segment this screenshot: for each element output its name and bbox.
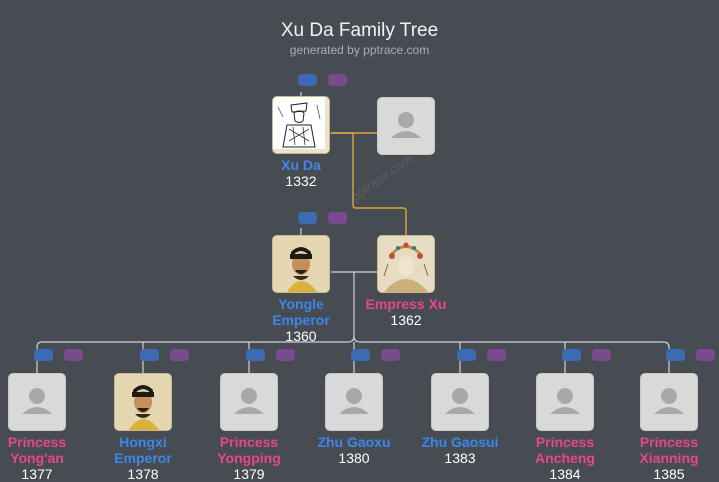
child-1-name[interactable]: Emperor bbox=[114, 450, 172, 466]
child-2-card[interactable] bbox=[220, 373, 278, 431]
child-5-options-button[interactable] bbox=[592, 349, 611, 361]
xu-da-name[interactable]: Xu Da bbox=[281, 157, 321, 173]
yongle-emperor-name[interactable]: Yongle bbox=[278, 296, 324, 312]
child-4-card[interactable] bbox=[431, 373, 489, 431]
empress-xu-name[interactable]: Empress Xu bbox=[365, 296, 447, 312]
child-1-birth-year: 1378 bbox=[127, 466, 159, 482]
children-bus-left bbox=[36, 272, 355, 373]
page-subtitle: generated by pptrace.com bbox=[289, 43, 430, 57]
children-bus-right bbox=[353, 335, 670, 373]
child-0-birth-year: 1377 bbox=[21, 466, 53, 482]
child-4-name[interactable]: Zhu Gaosui bbox=[421, 434, 499, 450]
person-silhouette-icon bbox=[22, 388, 52, 414]
child-3-card[interactable] bbox=[325, 373, 383, 431]
emperor-portrait-icon bbox=[115, 374, 171, 430]
person-silhouette-icon bbox=[550, 388, 580, 414]
child-3-options-button[interactable] bbox=[381, 349, 400, 361]
person-silhouette-icon bbox=[391, 112, 421, 138]
child-4-expand-button[interactable] bbox=[457, 349, 476, 361]
xu-da-options-button[interactable] bbox=[328, 74, 347, 86]
child-5-card[interactable] bbox=[536, 373, 594, 431]
child-1-name[interactable]: Hongxi bbox=[119, 434, 167, 450]
child-4-birth-year: 1383 bbox=[444, 450, 476, 466]
emperor-portrait-icon bbox=[273, 236, 329, 292]
page-title: Xu Da Family Tree bbox=[280, 20, 439, 41]
child-2-expand-button[interactable] bbox=[246, 349, 265, 361]
person-silhouette-icon bbox=[339, 388, 369, 414]
child-3-expand-button[interactable] bbox=[351, 349, 370, 361]
child-3-birth-year: 1380 bbox=[338, 450, 370, 466]
child-6-options-button[interactable] bbox=[696, 349, 715, 361]
child-2-options-button[interactable] bbox=[276, 349, 295, 361]
child-4-options-button[interactable] bbox=[487, 349, 506, 361]
child-0-expand-button[interactable] bbox=[34, 349, 53, 361]
yongle-emperor-name[interactable]: Emperor bbox=[272, 312, 330, 328]
child-2-name[interactable]: Yongping bbox=[217, 450, 281, 466]
child-1-expand-button[interactable] bbox=[140, 349, 159, 361]
child-2-birth-year: 1379 bbox=[233, 466, 265, 482]
child-6-birth-year: 1385 bbox=[653, 466, 685, 482]
child-0-options-button[interactable] bbox=[64, 349, 83, 361]
child-2-name[interactable]: Princess bbox=[219, 434, 279, 450]
yongle-emperor-birth-year: 1360 bbox=[285, 328, 317, 344]
child-6-name[interactable]: Princess bbox=[639, 434, 699, 450]
child-6-card[interactable] bbox=[640, 373, 698, 431]
child-5-name[interactable]: Princess bbox=[535, 434, 595, 450]
child-5-name[interactable]: Ancheng bbox=[535, 450, 595, 466]
xu-da-card[interactable] bbox=[272, 96, 330, 154]
xu-da-expand-button[interactable] bbox=[298, 74, 317, 86]
yongle-emperor-card[interactable] bbox=[272, 235, 330, 293]
person-silhouette-icon bbox=[445, 388, 475, 414]
child-5-expand-button[interactable] bbox=[562, 349, 581, 361]
xu-da-birth-year: 1332 bbox=[285, 173, 317, 189]
child-0-name[interactable]: Yong'an bbox=[10, 450, 64, 466]
child-1-card[interactable] bbox=[114, 373, 172, 431]
empress-xu-card[interactable] bbox=[377, 235, 435, 293]
child-1-options-button[interactable] bbox=[170, 349, 189, 361]
child-3-name[interactable]: Zhu Gaoxu bbox=[317, 434, 391, 450]
child-0-name[interactable]: Princess bbox=[7, 434, 67, 450]
person-silhouette-icon bbox=[654, 388, 684, 414]
child-0-card[interactable] bbox=[8, 373, 66, 431]
child-6-expand-button[interactable] bbox=[666, 349, 685, 361]
child-5-birth-year: 1384 bbox=[549, 466, 581, 482]
yongle-expand-button[interactable] bbox=[298, 212, 317, 224]
empress-portrait-icon bbox=[378, 236, 434, 292]
xu-da-to-empress-connector bbox=[331, 132, 407, 235]
xu-da-spouse-card[interactable] bbox=[377, 97, 435, 155]
person-silhouette-icon bbox=[234, 388, 264, 414]
child-6-name[interactable]: Xianning bbox=[639, 450, 699, 466]
ink-portrait-icon bbox=[273, 97, 325, 149]
empress-xu-birth-year: 1362 bbox=[390, 312, 422, 328]
yongle-options-button[interactable] bbox=[328, 212, 347, 224]
